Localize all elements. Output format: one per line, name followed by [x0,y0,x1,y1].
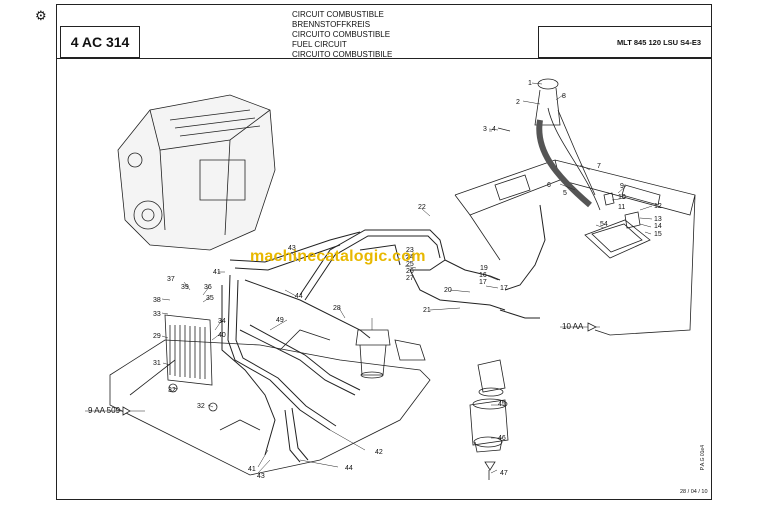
callout-23: 23 [406,247,414,254]
callout-22: 22 [418,204,426,211]
ref-10aa: 10 AA [562,322,584,331]
callout-31: 31 [153,360,161,367]
callout-43: 43 [288,245,296,252]
chassis-plate [109,329,431,476]
title-es: CIRCUITO COMBUSTIBLE [292,30,391,39]
callout-42: 42 [375,449,383,456]
callout-8: 8 [562,93,566,100]
callout-21: 21 [423,307,431,314]
callout-17: 17 [500,285,508,292]
callout-29: 29 [153,333,161,340]
callout-6: 6 [547,182,551,189]
callout-17: 17 [479,279,487,286]
callout-37: 37 [167,276,175,283]
callout-1: 1 [528,80,532,87]
callout-49: 49 [276,317,284,324]
footer-side-text: P.A.G 01e4 [700,445,706,471]
callout-24: 24 [406,254,414,261]
drawing-frame [56,4,712,500]
callout-5: 5 [563,190,567,197]
callout-33: 33 [153,311,161,318]
callout-32: 32 [197,403,205,410]
title-it: CIRCUITO COMBUSTIBILE [292,50,393,59]
title-en: FUEL CIRCUIT [292,40,347,49]
callout-27: 27 [406,275,414,282]
callout-14: 14 [654,223,662,230]
callout-41: 41 [248,466,256,473]
watermark: machinecatalogic.com [250,248,426,265]
callout-10: 10 [618,194,626,201]
callout-41: 41 [213,269,221,276]
filler-neck [497,78,601,211]
callout-38: 38 [153,297,161,304]
callout-47: 47 [500,470,508,477]
callout-44: 44 [295,293,303,300]
callout-16: 16 [479,272,487,279]
callout-26: 26 [406,268,414,275]
callout-43: 43 [257,473,265,480]
callout-3: 3 [483,126,487,133]
callout-44: 44 [345,465,353,472]
callout-4: 4 [492,126,496,133]
engine-illustration [117,94,276,251]
footer-date: 28 / 04 / 10 [680,489,708,495]
fuel-cooler [164,314,218,412]
callout-11: 11 [618,204,625,211]
title-fr: CIRCUIT COMBUSTIBLE [292,10,384,19]
title-de: BRENNSTOFFKREIS [292,20,371,29]
callout-46: 46 [498,435,506,442]
callout-9: 9 [620,183,624,190]
filter-parts [469,359,509,480]
callout-13: 13 [654,216,662,223]
manitou-logo-icon: ⚙ [35,8,47,23]
callout-25: 25 [406,261,414,268]
callout-40: 40 [218,332,226,339]
callout-45: 45 [498,401,506,408]
callout-labels: 1 2 3 4 5 6 7 8 9 10 11 12 13 14 15 16 1… [153,80,662,480]
callout-12: 12 [654,203,662,210]
fuel-lines [221,204,546,463]
callout-2: 2 [516,99,520,106]
doc-code: 4 AC 314 [60,26,140,58]
model-code: MLT 845 120 LSU S4-E3 [538,26,712,58]
callout-36: 36 [204,284,212,291]
fuel-filter [355,329,391,379]
callout-15: 15 [654,231,662,238]
callout-32: 32 [168,387,176,394]
ref-9aa509: 9 AA 509 [88,406,121,415]
header-separator [56,58,712,59]
callout-20: 20 [444,287,452,294]
title-block: CIRCUIT COMBUSTIBLE BRENNSTOFFKREIS CIRC… [292,10,392,60]
callout-34: 34 [218,318,226,325]
callout-28: 28 [333,305,341,312]
fuel-tank [454,159,696,336]
callout-19: 19 [480,265,488,272]
callout-54: 54 [600,221,608,228]
callout-35: 35 [206,295,214,302]
callout-7: 7 [597,163,601,170]
callout-39: 39 [181,284,189,291]
